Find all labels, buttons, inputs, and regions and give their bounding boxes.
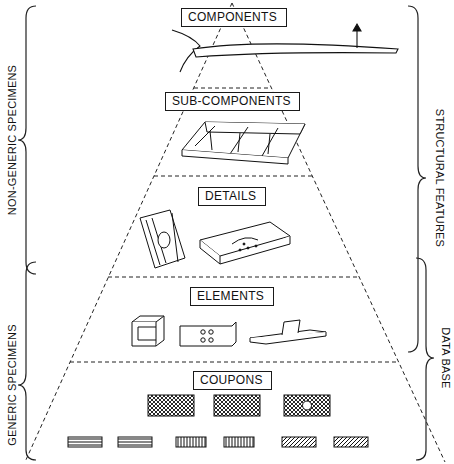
component-sketch xyxy=(172,24,398,72)
coupon-sketch xyxy=(68,395,368,447)
level-label-box: SUB-COMPONENTS xyxy=(165,92,300,111)
bracket xyxy=(18,6,434,460)
level-label-box: ELEMENTS xyxy=(190,287,274,306)
pyramid-outline xyxy=(25,3,445,462)
level-label-box: COMPONENTS xyxy=(181,8,287,27)
level-label: SUB-COMPONENTS xyxy=(172,94,293,109)
level-label-box: COUPONS xyxy=(193,371,272,390)
side-label: GENERIC SPECIMENS xyxy=(6,324,18,445)
level-label: ELEMENTS xyxy=(197,289,267,304)
level-label-box: DETAILS xyxy=(198,187,266,206)
detail-sketch xyxy=(140,210,290,268)
level-label: COUPONS xyxy=(200,373,265,388)
sub-component-sketch xyxy=(182,122,305,164)
level-label: COMPONENTS xyxy=(188,10,280,25)
side-label: STRUCTURAL FEATURES xyxy=(434,109,446,247)
side-label: DATA BASE xyxy=(440,327,452,388)
element-sketch xyxy=(132,316,326,346)
side-label: NON-GENERIC SPECIMENS xyxy=(6,65,18,215)
level-label: DETAILS xyxy=(205,189,259,204)
